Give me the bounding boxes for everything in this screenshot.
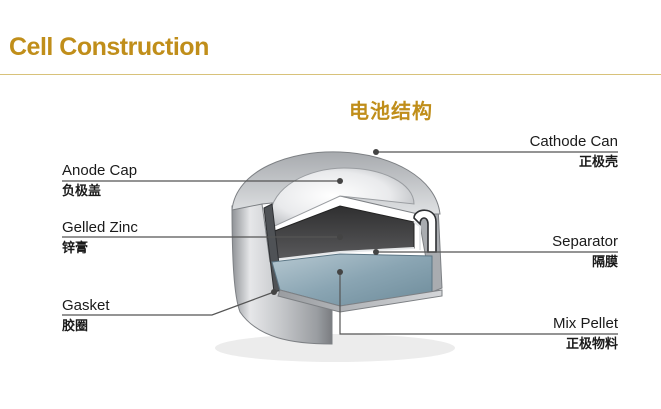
label-cathode-can: Cathode Can 正极壳 xyxy=(530,133,618,172)
anode-cap-en: Anode Cap xyxy=(62,162,138,179)
label-anode-cap: Anode Cap 负极盖 xyxy=(62,162,137,201)
separator-en: Separator xyxy=(552,233,618,250)
cathode-can-en: Cathode Can xyxy=(529,133,618,150)
gelled-zinc-en: Gelled Zinc xyxy=(62,219,138,236)
leader-lines xyxy=(62,151,618,335)
gasket-en: Gasket xyxy=(62,297,110,314)
cathode-can-zh: 正极壳 xyxy=(578,155,618,170)
dot-anode-cap xyxy=(337,178,343,184)
separator-layer xyxy=(271,221,421,261)
title-divider xyxy=(0,74,661,75)
dot-mix-pellet xyxy=(337,269,343,275)
label-mix-pellet: Mix Pellet 正极物料 xyxy=(553,315,618,354)
mix-pellet-en: Mix Pellet xyxy=(552,315,618,332)
anode-cap xyxy=(265,167,415,231)
label-gasket: Gasket 胶圈 xyxy=(62,297,110,336)
label-gelled-zinc: Gelled Zinc 锌膏 xyxy=(62,219,138,258)
leader-dots xyxy=(271,149,379,295)
label-separator: Separator 隔膜 xyxy=(552,233,618,272)
leader-gasket xyxy=(62,291,275,316)
page-title: Cell Construction xyxy=(9,33,209,61)
cell-shadow xyxy=(215,334,455,362)
separator-zh: 隔膜 xyxy=(591,255,618,270)
diagram-title-cn: 电池结构 xyxy=(349,99,433,123)
dot-separator xyxy=(373,249,379,255)
gasket-zh: 胶圈 xyxy=(62,319,89,334)
dot-cathode-can xyxy=(373,149,379,155)
anode-cap-zh: 负极盖 xyxy=(62,184,102,199)
gelled-zinc-zh: 锌膏 xyxy=(62,241,89,256)
dot-gasket xyxy=(271,289,277,295)
mix-pellet-zh: 正极物料 xyxy=(565,337,618,352)
leader-mix-pellet xyxy=(339,272,618,335)
dot-gelled-zinc xyxy=(337,234,343,240)
